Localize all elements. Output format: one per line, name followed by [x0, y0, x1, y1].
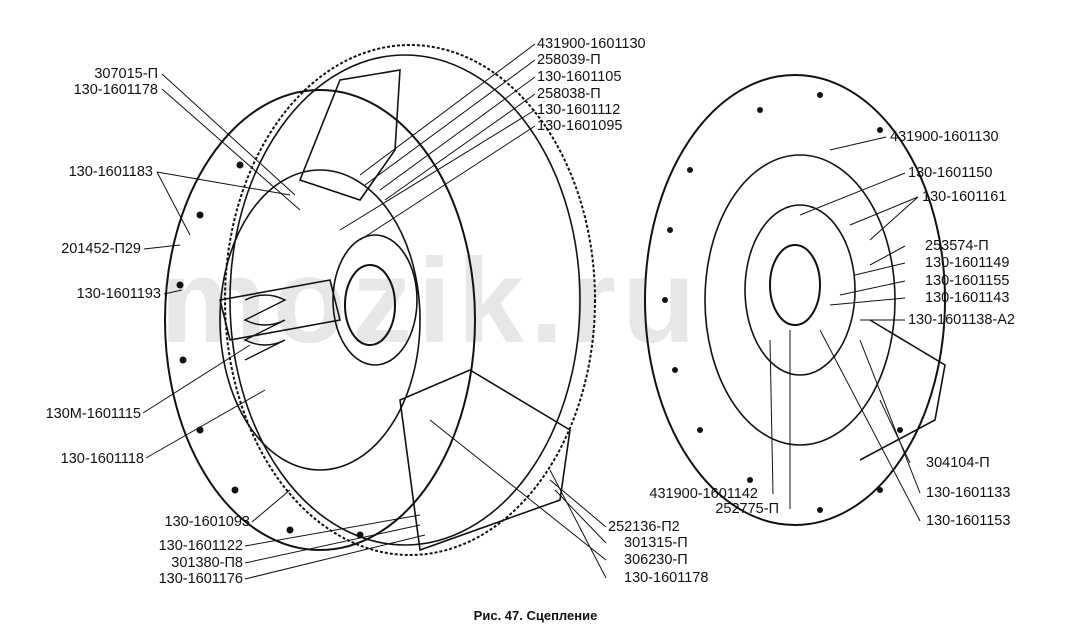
- label-130-1601093: 130-1601093: [164, 514, 250, 530]
- label-306230-p: 306230-П: [624, 552, 688, 568]
- label-130-1601178-a: 130-1601178: [73, 82, 158, 98]
- label-258038-p: 258038-П: [537, 86, 601, 102]
- label-130-1601143: 130-1601143: [925, 290, 1010, 306]
- flywheel-outer: [229, 54, 581, 546]
- release-lever-bottom: [399, 369, 571, 552]
- label-130-1601112: 130-1601112: [537, 102, 621, 118]
- label-130-1601118: 130-1601118: [60, 451, 144, 467]
- label-431900-1601130-right: 431900-1601130: [890, 129, 999, 145]
- label-130-1601149: 130-1601149: [925, 255, 1010, 271]
- pressure-spring: [243, 294, 287, 361]
- disc-rivets: [662, 92, 903, 513]
- label-253574-p: 253574-П: [925, 238, 989, 254]
- pressure-plate-housing: [164, 89, 476, 551]
- label-130-1601150: 130-1601150: [908, 165, 993, 181]
- label-130-1601153: 130-1601153: [926, 513, 1011, 529]
- release-lever-left: [219, 279, 341, 341]
- label-130-1601105: 130-1601105: [537, 69, 622, 85]
- label-130-1601176: 130-1601176: [158, 571, 243, 587]
- label-258039-p: 258039-П: [537, 52, 601, 68]
- disc-cutaway: [859, 319, 946, 461]
- pressure-plate-inner: [219, 169, 421, 471]
- label-130-1601138-a2: 130-1601138-А2: [908, 312, 1015, 328]
- label-130-1601193: 130-1601193: [76, 286, 161, 302]
- label-130-1601122: 130-1601122: [158, 538, 243, 554]
- label-304104-p: 304104-П: [926, 455, 990, 471]
- label-130-1601155: 130-1601155: [925, 273, 1010, 289]
- driven-disc-spline: [769, 244, 821, 326]
- figure-caption: Рис. 47. Сцепление: [473, 608, 598, 623]
- driven-disc-lining: [704, 154, 896, 446]
- label-307015-p: 307015-П: [94, 66, 158, 82]
- driven-disc-hub: [744, 204, 856, 376]
- label-201452-p29: 201452-П29: [61, 241, 141, 257]
- label-130-1601183: 130-1601183: [68, 164, 153, 180]
- flywheel-ring-gear: [224, 44, 596, 556]
- label-252136-p2: 252136-П2: [608, 519, 680, 535]
- label-431900-1601130-top: 431900-1601130: [537, 36, 646, 52]
- label-130-1601133: 130-1601133: [926, 485, 1011, 501]
- label-431900-1601142: 431900-1601142: [649, 486, 758, 502]
- label-301315-p: 301315-П: [624, 535, 688, 551]
- label-130-1601178-b: 130-1601178: [624, 570, 709, 586]
- label-130m-1601115: 130М-1601115: [45, 406, 141, 422]
- label-130-1601161: 130-1601161: [922, 189, 1007, 205]
- hub-spline: [344, 264, 396, 346]
- housing-bolt-holes: [176, 161, 364, 539]
- label-301380-p8: 301380-П8: [171, 555, 243, 571]
- label-252775-p: 252775-П: [715, 501, 779, 517]
- driven-disc-outer: [644, 74, 946, 526]
- label-130-1601095: 130-1601095: [537, 118, 623, 134]
- hub-outer: [332, 234, 418, 366]
- leader-lines: [142, 43, 921, 580]
- release-lever-top: [298, 69, 401, 201]
